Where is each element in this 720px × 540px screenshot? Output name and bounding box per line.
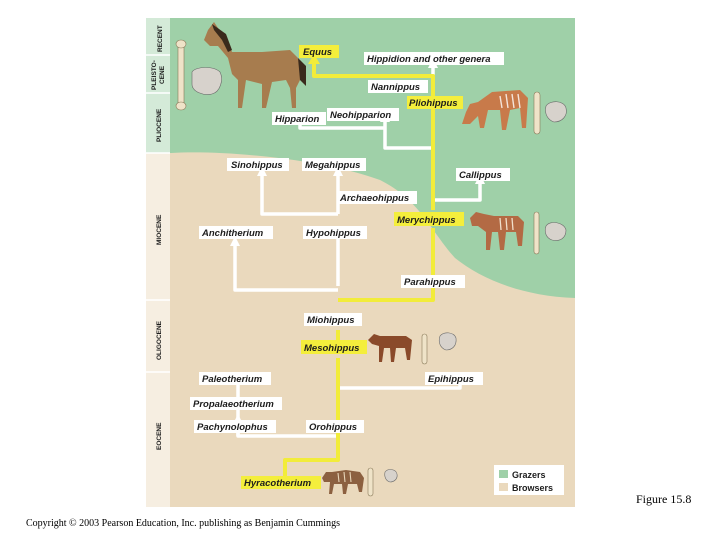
label-megahippus: Megahippus — [305, 160, 360, 171]
mesohippus-foot-bone-icon — [421, 333, 428, 365]
box-megahippus — [302, 158, 366, 171]
epoch-pleistocene-line2: CENE — [159, 65, 166, 84]
legend-label-browsers: Browsers — [512, 483, 553, 493]
epoch-oligocene: OLIGOCENE — [156, 320, 163, 360]
mesohippus-tooth-icon — [438, 332, 457, 351]
box-orohippus — [306, 420, 364, 433]
label-hippidion: Hippidion and other genera — [367, 54, 491, 65]
label-pachynolophus: Pachynolophus — [197, 422, 268, 433]
label-mesohippus: Mesohippus — [304, 343, 359, 354]
merychippus-foot-bone-icon — [533, 211, 540, 255]
label-orohippus: Orohippus — [309, 422, 357, 433]
label-propalaeotherium: Propalaeotherium — [193, 399, 274, 410]
label-miohippus: Miohippus — [307, 315, 355, 326]
merychippus-tooth-icon — [544, 222, 567, 241]
epoch-miocene: MIOCENE — [156, 214, 163, 245]
label-hipparion: Hipparion — [275, 114, 320, 125]
legend-swatch-grazers — [499, 470, 508, 478]
pliohippus-horse-illustration — [462, 90, 528, 130]
pliohippus-foot-bone-icon — [533, 91, 541, 135]
box-parahippus — [401, 275, 465, 288]
box-hyracotherium — [241, 476, 321, 489]
main-arrowhead — [308, 54, 320, 64]
epoch-pliocene: PLIOCENE — [156, 108, 163, 142]
box-neohipparion — [327, 108, 399, 121]
box-pliohippus — [407, 96, 463, 109]
epoch-dividers — [146, 54, 170, 373]
box-merychippus — [394, 212, 464, 226]
label-hyracotherium: Hyracotherium — [244, 478, 312, 489]
label-epihippus: Epihippus — [428, 374, 474, 385]
label-equus: Equus — [303, 47, 332, 58]
legend-swatch-browsers — [499, 483, 508, 491]
box-hypohippus — [303, 226, 367, 239]
hyracotherium-tooth-icon — [384, 469, 398, 483]
box-nannippus — [368, 80, 428, 93]
box-callippus — [456, 168, 510, 181]
label-merychippus: Merychippus — [397, 215, 456, 226]
box-mesohippus — [301, 340, 367, 354]
hyracotherium-illustration — [322, 470, 364, 494]
label-sinohippus: Sinohippus — [231, 160, 283, 171]
box-hippidion — [364, 52, 504, 65]
box-paleotherium — [199, 372, 271, 385]
box-anchitherium — [199, 226, 273, 239]
label-callippus: Callippus — [459, 170, 502, 181]
hyracotherium-foot-bone-icon — [367, 467, 374, 497]
equus-foot-bone-icon — [175, 39, 187, 111]
box-archaeohippus — [337, 191, 417, 204]
main-lineage — [283, 64, 435, 478]
merychippus-horse-illustration — [470, 212, 524, 250]
label-neohipparion: Neohipparion — [330, 110, 391, 121]
figure-caption: Figure 15.8 — [636, 492, 692, 506]
equus-horse-illustration — [204, 22, 306, 108]
pliohippus-tooth-icon — [545, 101, 567, 123]
box-hipparion — [272, 112, 326, 125]
genus-labels: Equus Hippidion and other genera Nannipp… — [193, 47, 502, 489]
label-pliohippus: Pliohippus — [409, 98, 458, 109]
epoch-recent: RECENT — [157, 25, 164, 52]
label-anchitherium: Anchitherium — [201, 228, 264, 239]
epoch-eocene: EOCENE — [156, 422, 163, 450]
label-archaeohippus: Archaeohippus — [339, 193, 409, 204]
legend-label-grazers: Grazers — [512, 470, 546, 480]
label-parahippus: Parahippus — [404, 277, 456, 288]
epoch-column — [146, 18, 170, 507]
box-propalaeotherium — [190, 397, 282, 410]
box-epihippus — [425, 372, 483, 385]
copyright-notice: Copyright © 2003 Pearson Education, Inc.… — [26, 518, 340, 529]
label-paleotherium: Paleotherium — [202, 374, 263, 385]
label-hypohippus: Hypohippus — [306, 228, 361, 239]
box-sinohippus — [227, 158, 289, 171]
box-equus — [299, 45, 339, 58]
legend: Grazers Browsers — [494, 465, 564, 495]
box-pachynolophus — [194, 420, 276, 433]
box-miohippus — [304, 313, 362, 326]
equus-tooth-icon — [191, 67, 222, 95]
label-boxes — [190, 45, 510, 489]
mesohippus-horse-illustration — [368, 334, 412, 362]
label-nannippus: Nannippus — [371, 82, 420, 93]
epoch-pleistocene-line1: PLEISTO- — [151, 60, 158, 90]
